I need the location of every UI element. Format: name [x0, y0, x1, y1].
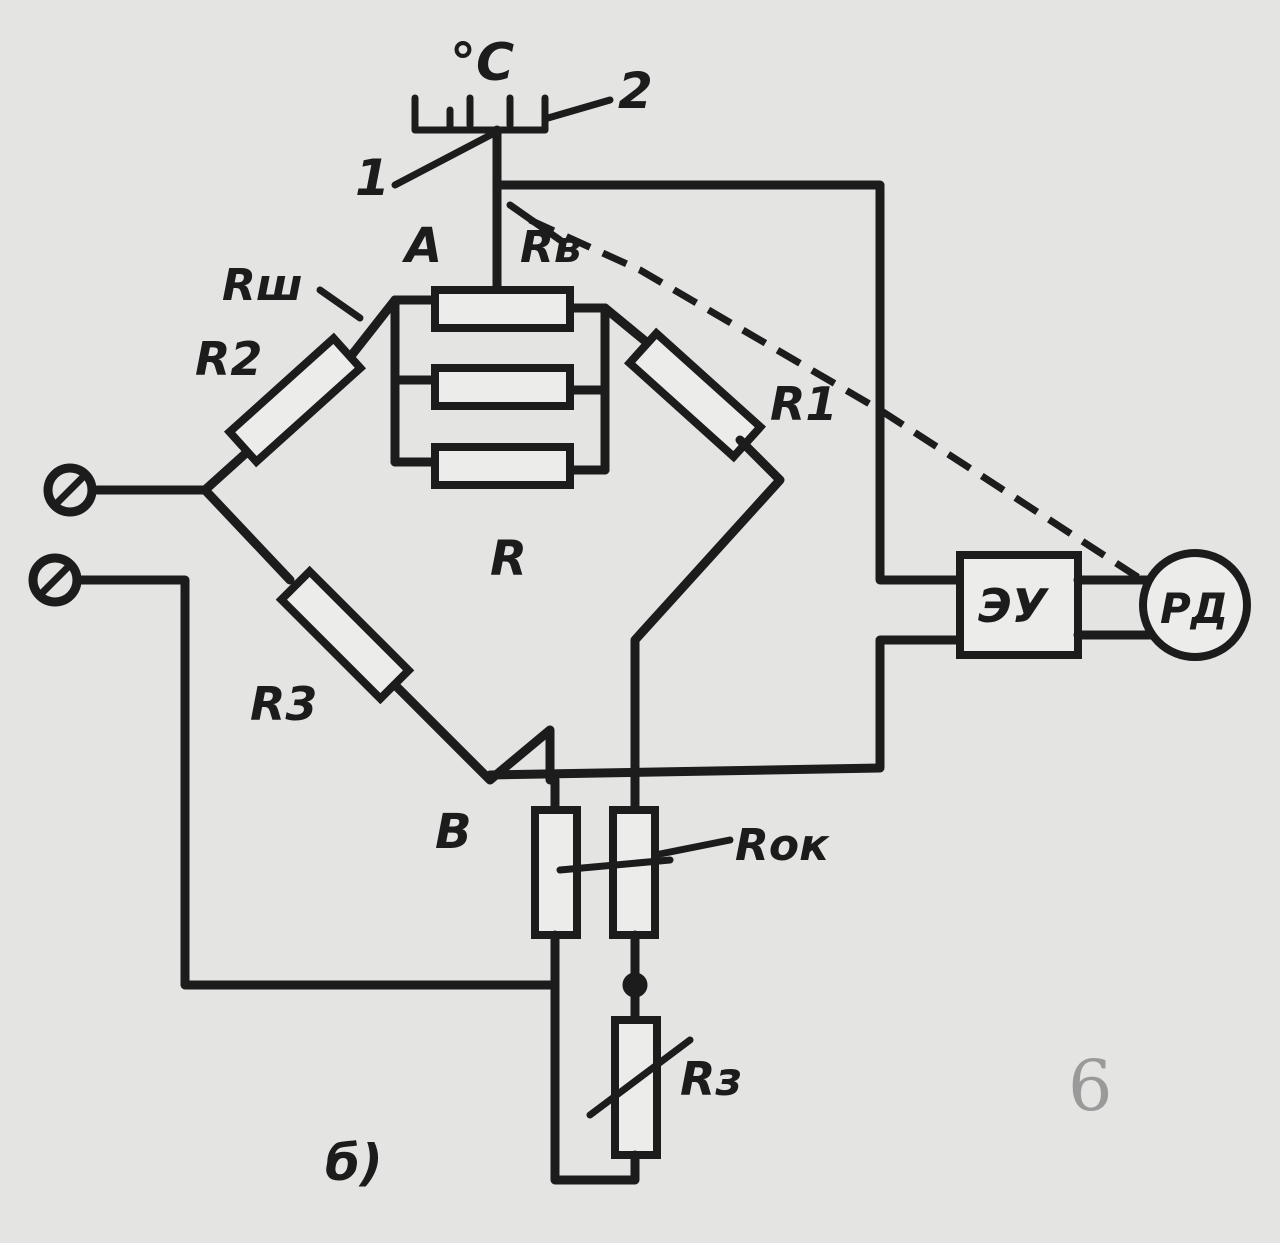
- handwritten-6: 6: [1068, 1045, 1113, 1127]
- wire-left-node-down: [200, 485, 295, 585]
- resistor-R-bottom: [431, 443, 574, 489]
- rz-variable-arrow: [586, 1036, 694, 1119]
- probe-arrow: [391, 126, 504, 189]
- label-2: 2: [618, 62, 653, 120]
- wire-bottom-to-eu: [485, 635, 965, 780]
- label-B: В: [435, 804, 472, 860]
- wire-r1-to-bottom: [630, 435, 785, 780]
- leader-2: [544, 96, 614, 122]
- label-A: A: [401, 218, 442, 274]
- resistor-R2: [223, 332, 367, 468]
- figure-label: б): [325, 1134, 383, 1192]
- label-Rz: Rз: [680, 1052, 742, 1106]
- motor-RD: [1139, 549, 1251, 661]
- wire-rz-loop: [550, 995, 640, 1185]
- resistor-block-R: [390, 286, 610, 489]
- label-R3: R3: [250, 677, 317, 731]
- wire-top-to-eu: [492, 180, 965, 585]
- label-R2: R2: [195, 332, 262, 386]
- label-1: 1: [355, 149, 390, 207]
- label-R: R: [490, 531, 527, 587]
- label-degC: °C: [450, 33, 514, 93]
- resistor-Rok-right: [609, 806, 659, 939]
- probe-vessel: [411, 94, 549, 134]
- wire-r3-to-b: [390, 680, 555, 785]
- leader-Rsh: [316, 286, 364, 322]
- label-RD: РД: [1160, 584, 1228, 633]
- dashed-linkage: [528, 216, 1152, 588]
- label-Rok: Rок: [735, 820, 830, 871]
- label-Rsh: Rш: [222, 260, 303, 311]
- wire-terminal-bottom: [72, 575, 560, 990]
- resistor-Rv: [431, 286, 574, 332]
- leader-Rok: [651, 836, 734, 859]
- temperature-probe: [391, 94, 614, 189]
- label-R1: R1: [770, 377, 837, 431]
- wire-a-to-r1: [600, 303, 655, 350]
- label-EU: ЭУ: [978, 579, 1050, 633]
- resistor-R-mid: [431, 364, 574, 410]
- block-EU: [956, 551, 1082, 659]
- label-Rv: Rв: [520, 222, 582, 273]
